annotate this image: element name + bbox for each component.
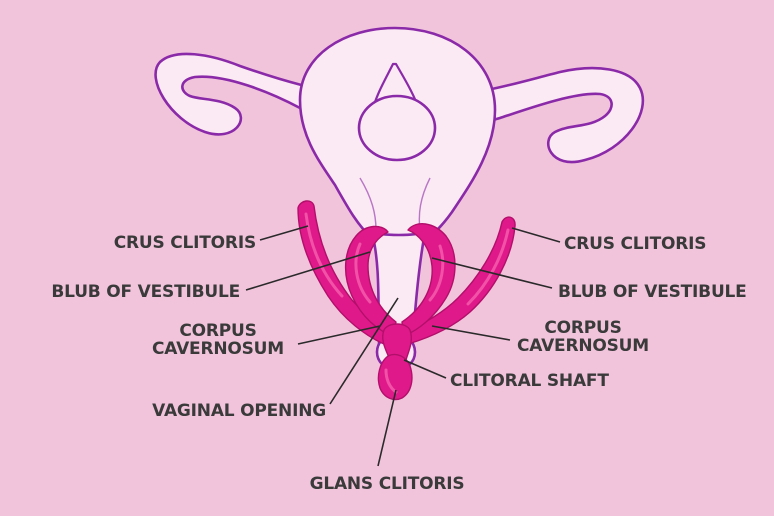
leader-vaginal-opening	[329, 297, 399, 405]
label-glans: GLANS CLITORIS	[310, 474, 465, 494]
label-crus-right: CRUS CLITORIS	[564, 234, 706, 254]
labels: CRUS CLITORIS BLUB OF VESTIBULE CORPUS C…	[51, 233, 746, 494]
label-crus-left: CRUS CLITORIS	[114, 233, 256, 253]
right-crus	[403, 216, 516, 345]
leader-crus-right	[511, 227, 561, 243]
left-fallopian-tube	[154, 52, 362, 136]
right-bulb-highlight	[428, 244, 445, 302]
label-clitoral-shaft: CLITORAL SHAFT	[450, 371, 609, 391]
leader-bulb-left	[245, 251, 371, 291]
label-bulb-left: BLUB OF VESTIBULE	[51, 282, 240, 302]
glans-highlight	[384, 368, 398, 394]
clitoris-group	[297, 200, 516, 401]
label-corpus-left-2: CAVERNOSUM	[152, 339, 284, 359]
leader-bulb-right	[431, 257, 553, 289]
left-bulb-highlight	[354, 242, 372, 304]
uterus-group	[154, 26, 645, 372]
right-crus-highlight	[466, 228, 510, 306]
label-vaginal-opening: VAGINAL OPENING	[152, 401, 326, 421]
leader-glans	[377, 389, 397, 467]
label-corpus-left-1: CORPUS	[179, 321, 256, 341]
label-corpus-right-2: CAVERNOSUM	[517, 336, 649, 356]
clitoral-body	[381, 323, 413, 361]
leader-crus-left	[259, 225, 309, 241]
leader-corpus-left	[297, 325, 381, 345]
leader-lines	[245, 225, 561, 467]
label-bulb-right: BLUB OF VESTIBULE	[558, 282, 747, 302]
label-corpus-right-1: CORPUS	[544, 318, 621, 338]
leader-corpus-right	[431, 325, 511, 341]
leader-clitoral-shaft	[403, 359, 447, 379]
central-oval	[357, 94, 437, 162]
glans	[377, 353, 413, 401]
left-crus-highlight	[304, 212, 344, 298]
